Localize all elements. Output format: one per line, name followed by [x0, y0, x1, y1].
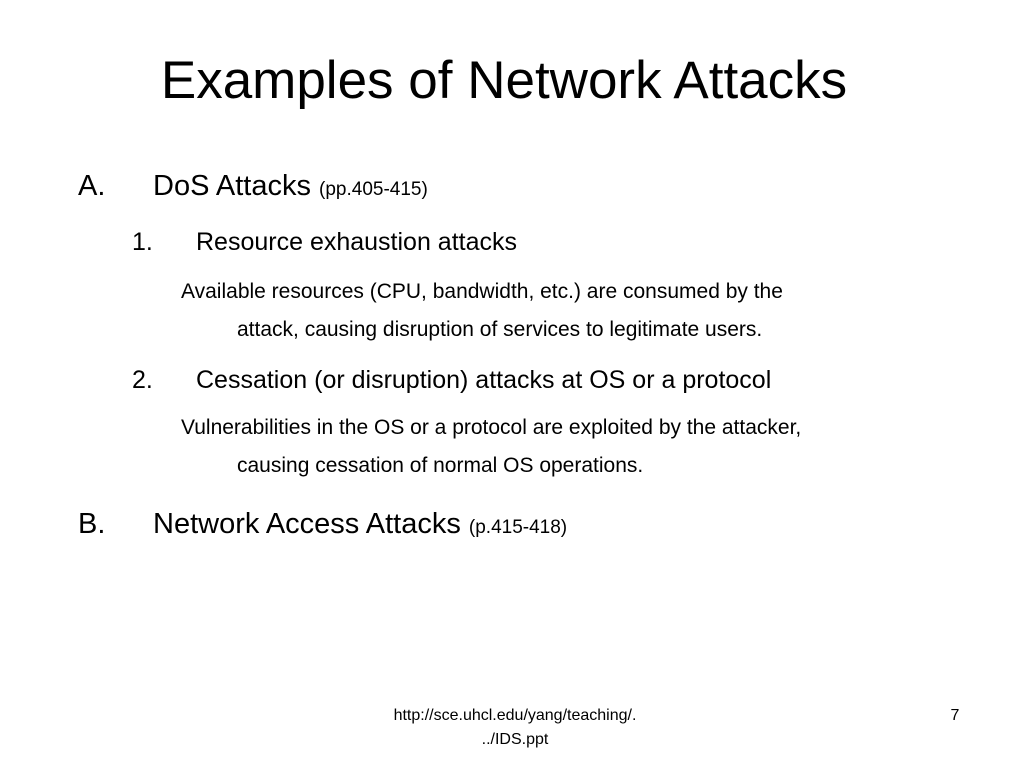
description-resource-exhaustion: Available resources (CPU, bandwidth, etc…: [181, 273, 981, 349]
outline-subitem-label: Cessation (or disruption) attacks at OS …: [196, 366, 772, 394]
outline-item-text: DoS Attacks (pp.405-415): [153, 168, 428, 208]
footer-source-link[interactable]: http://sce.uhcl.edu/yang/teaching/. ../I…: [340, 704, 690, 752]
footer-url-line: ../IDS.ppt: [481, 731, 549, 748]
outline-item-label: DoS Attacks: [153, 170, 311, 202]
footer-url-line: http://sce.uhcl.edu/yang/teaching/.: [393, 707, 637, 724]
description-line: Available resources (CPU, bandwidth, etc…: [181, 280, 783, 303]
description-cessation-attacks: Vulnerabilities in the OS or a protocol …: [181, 409, 981, 485]
description-line: causing cessation of normal OS operation…: [237, 454, 644, 477]
page-reference: (p.415-418): [468, 517, 568, 538]
page-reference: (pp.405-415): [319, 179, 428, 200]
slide-title: Examples of Network Attacks: [160, 51, 848, 110]
outline-marker: 2.: [132, 366, 153, 394]
outline-item-text: Network Access Attacks (p.415-418): [153, 506, 567, 546]
outline-marker: 1.: [132, 228, 153, 256]
description-line: attack, causing disruption of services t…: [237, 318, 763, 341]
outline-marker: B.: [78, 508, 106, 540]
outline-subitem-label: Resource exhaustion attacks: [196, 228, 518, 256]
outline-item-label: Network Access Attacks: [153, 508, 461, 540]
slide-number: 7: [950, 707, 960, 724]
outline-marker: A.: [78, 170, 106, 202]
description-line: Vulnerabilities in the OS or a protocol …: [181, 416, 802, 439]
